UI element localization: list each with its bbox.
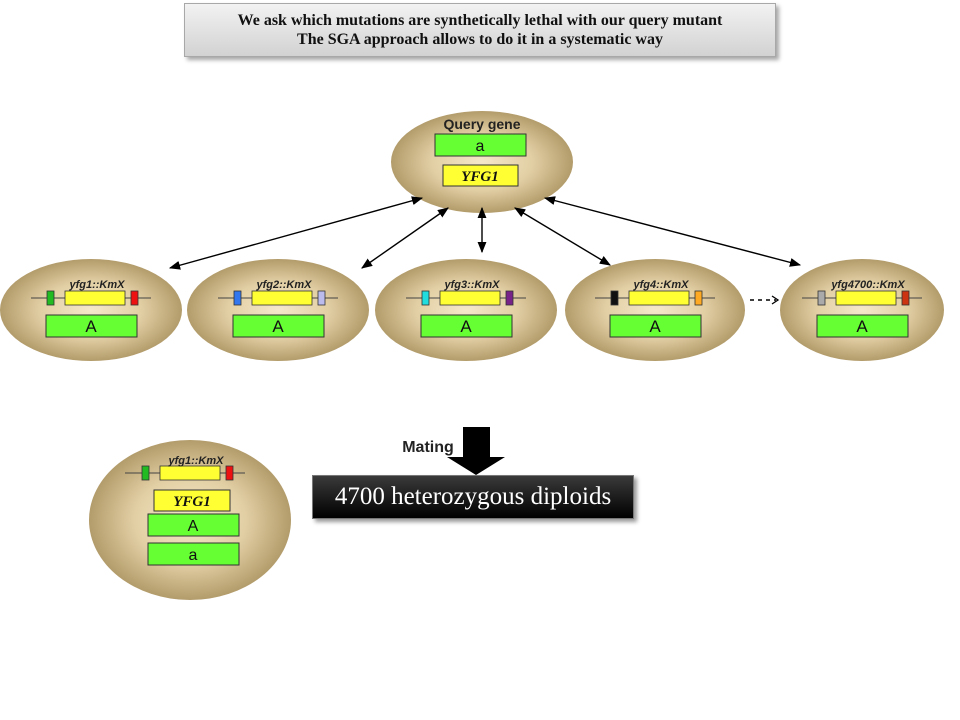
query-allele-box bbox=[434, 133, 527, 157]
query-gene-name: YFG1 bbox=[461, 169, 499, 185]
ellipsis-arrow-head bbox=[771, 295, 780, 305]
query-gene-box bbox=[442, 164, 519, 187]
right-marker-icon bbox=[130, 290, 139, 306]
title-line-1: We ask which mutations are synthetically… bbox=[237, 12, 723, 29]
diploid-gene-box bbox=[153, 489, 231, 512]
strain-cell-body bbox=[780, 259, 944, 361]
kmx-cassette bbox=[439, 290, 501, 306]
strain-cell-body bbox=[565, 259, 745, 361]
diploid-recessive-allele-box bbox=[147, 542, 240, 566]
diploid-dominant-allele-box bbox=[147, 513, 240, 537]
diploid-recessive-allele: a bbox=[189, 547, 198, 564]
left-marker-icon bbox=[46, 290, 55, 306]
diploid-gene-name: YFG1 bbox=[173, 494, 211, 510]
arrow-to-strain-5 bbox=[543, 196, 802, 267]
allele-label: A bbox=[856, 317, 868, 336]
deletion-strain-row: yfg1::KmXAyfg2::KmXAyfg3::KmXAyfg4::KmXA… bbox=[0, 259, 944, 361]
strain-name: yfg1::KmX bbox=[68, 279, 125, 291]
right-marker-icon bbox=[901, 290, 910, 306]
title-line-2: The SGA approach allows to do it in a sy… bbox=[297, 31, 663, 48]
allele-box bbox=[816, 314, 909, 338]
kmx-cassette bbox=[64, 290, 126, 306]
allele-label: A bbox=[272, 317, 284, 336]
right-marker-icon bbox=[694, 290, 703, 306]
allele-label: A bbox=[460, 317, 472, 336]
arrow-to-strain-2 bbox=[361, 207, 449, 269]
query-gene-label: Query gene bbox=[443, 116, 520, 132]
kmx-cassette bbox=[628, 290, 690, 306]
diploid-cell: yfg1::KmX YFG1 A a bbox=[89, 440, 291, 600]
result-box: 4700 heterozygous diploids bbox=[312, 475, 634, 519]
diploid-dominant-allele: A bbox=[188, 518, 199, 535]
right-marker-icon bbox=[317, 290, 326, 306]
strain-name: yfg4::KmX bbox=[632, 279, 689, 291]
left-marker-icon bbox=[421, 290, 430, 306]
allele-box bbox=[420, 314, 513, 338]
allele-box bbox=[45, 314, 138, 338]
arrow-to-strain-4 bbox=[514, 207, 611, 266]
mating-label: Mating bbox=[402, 439, 454, 456]
allele-label: A bbox=[649, 317, 661, 336]
diploid-strain-name: yfg1::KmX bbox=[167, 455, 224, 467]
strain-name: yfg4700::KmX bbox=[830, 279, 905, 291]
left-marker-icon bbox=[817, 290, 826, 306]
allele-label: A bbox=[85, 317, 97, 336]
ellipsis-arrow bbox=[750, 295, 780, 305]
query-allele-label: a bbox=[476, 138, 485, 155]
strain-cell-body bbox=[0, 259, 182, 361]
allele-box bbox=[609, 314, 702, 338]
right-marker-icon bbox=[505, 290, 514, 306]
diploid-left-marker-icon bbox=[141, 465, 150, 481]
allele-box bbox=[232, 314, 325, 338]
kmx-cassette bbox=[251, 290, 313, 306]
strain-cell-body bbox=[187, 259, 369, 361]
diploid-gene-cassette bbox=[159, 465, 221, 481]
diploid-right-marker-icon bbox=[225, 465, 234, 481]
mating-arrow-icon bbox=[447, 427, 505, 475]
left-marker-icon bbox=[233, 290, 242, 306]
interaction-arrows bbox=[168, 196, 802, 270]
strain-cell-body bbox=[375, 259, 557, 361]
query-cell: Query gene a YFG1 bbox=[391, 111, 573, 213]
title-box: We ask which mutations are synthetically… bbox=[184, 3, 776, 57]
kmx-cassette bbox=[835, 290, 897, 306]
left-marker-icon bbox=[610, 290, 619, 306]
arrow-to-strain-1 bbox=[168, 196, 424, 270]
strain-name: yfg2::KmX bbox=[255, 279, 312, 291]
strain-name: yfg3::KmX bbox=[443, 279, 500, 291]
